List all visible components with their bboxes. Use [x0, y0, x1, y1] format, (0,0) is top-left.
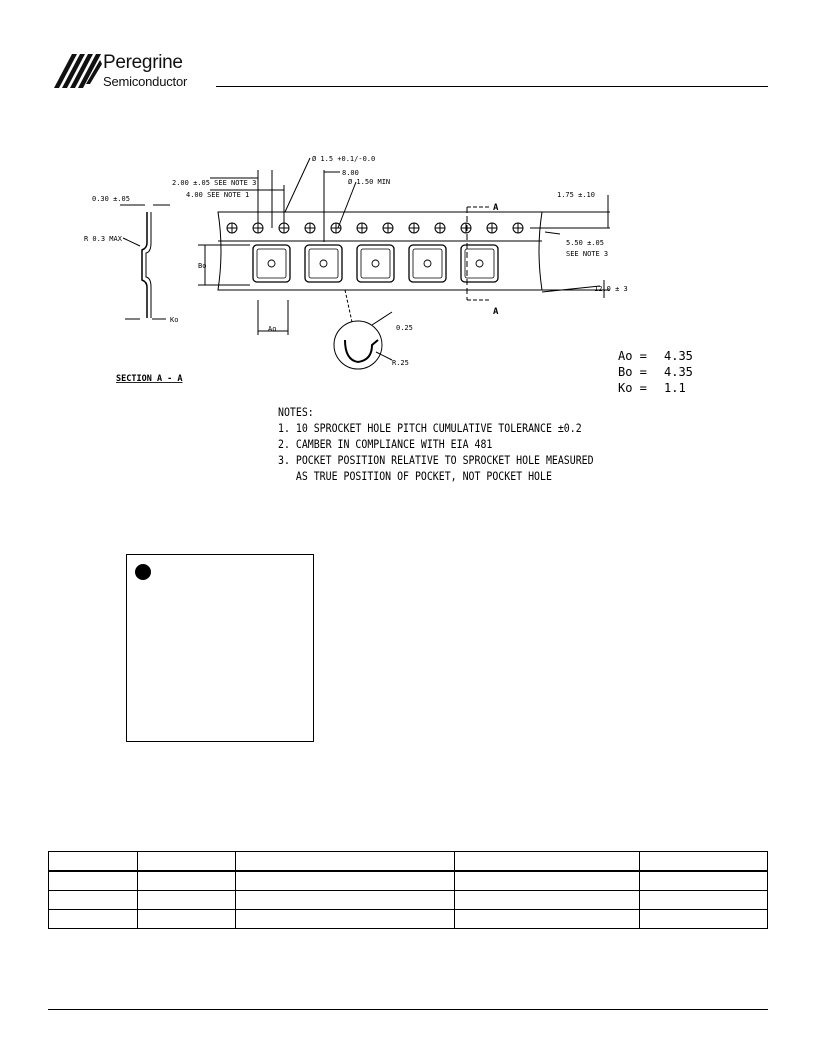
notes-title: NOTES:: [278, 405, 314, 419]
sprocket-hole: [434, 222, 446, 234]
dim-radius-max: R 0.3 MAX: [84, 235, 123, 243]
tape-pocket: [304, 244, 343, 283]
note-1: 1. 10 SPROCKET HOLE PITCH CUMULATIVE TOL…: [278, 421, 582, 435]
value-ko-label: Ko =: [618, 381, 647, 395]
dim-detail-width: 0.25: [396, 324, 413, 332]
dim-pocket-pitch: 8.00: [342, 169, 359, 177]
notes-block: NOTES: 1. 10 SPROCKET HOLE PITCH CUMULAT…: [278, 404, 594, 484]
sprocket-hole: [252, 222, 264, 234]
dim-thickness: 0.30 ±.05: [92, 195, 130, 203]
note-3-cont: AS TRUE POSITION OF POCKET, NOT POCKET H…: [278, 469, 552, 483]
value-ko: 1.1: [664, 381, 686, 395]
value-ao: 4.35: [664, 349, 693, 363]
footer-rule: [48, 1009, 768, 1010]
value-ao-label: Ao =: [618, 349, 647, 363]
note-3: 3. POCKET POSITION RELATIVE TO SPROCKET …: [278, 453, 594, 467]
sprocket-hole: [278, 222, 290, 234]
dim-detail-radius: R.25: [392, 359, 409, 367]
sprocket-hole: [226, 222, 238, 234]
tape-pocket: [460, 244, 499, 283]
sprocket-hole: [304, 222, 316, 234]
sprocket-hole: [382, 222, 394, 234]
value-bo: 4.35: [664, 365, 693, 379]
table-row: [48, 909, 768, 929]
value-bo-label: Bo =: [618, 365, 647, 379]
brand-subtitle: Semiconductor: [103, 74, 188, 89]
section-mark-bottom: A: [493, 307, 499, 317]
peregrine-stripes-logo: [54, 54, 102, 88]
dim-pitch-note3: 2.00 ±.05 SEE NOTE 3: [172, 179, 256, 187]
sprocket-hole: [330, 222, 342, 234]
dim-hole-min: Ø 1.50 MIN: [348, 178, 390, 186]
header-rule: [216, 86, 768, 87]
sprocket-hole: [486, 222, 498, 234]
sprocket-hole: [460, 222, 472, 234]
table-row: [48, 890, 768, 910]
section-mark-top: A: [493, 203, 499, 213]
tape-pocket: [356, 244, 395, 283]
dim-row-offset-note: SEE NOTE 3: [566, 250, 608, 258]
dim-edge-offset: 1.75 ±.10: [557, 191, 595, 199]
tape-pocket: [252, 244, 291, 283]
dim-width: 12.0 ± 3: [594, 285, 628, 293]
pin1-dot-icon: [135, 564, 151, 580]
section-title: SECTION A - A: [116, 374, 183, 384]
tape-drawing: 0.30 ±.05 R 0.3 MAX 2.00 ±.05 SEE NOTE 3…: [84, 155, 693, 395]
device-orientation-box: [126, 554, 314, 742]
note-2: 2. CAMBER IN COMPLIANCE WITH EIA 481: [278, 437, 493, 451]
dim-row-offset: 5.50 ±.05: [566, 239, 604, 247]
sprocket-hole: [512, 222, 524, 234]
table-row: [48, 870, 768, 891]
sprocket-hole: [356, 222, 368, 234]
dim-ko-label: Ko: [170, 316, 178, 324]
tape-pocket: [408, 244, 447, 283]
ordering-table: [48, 851, 768, 929]
dim-ao-label: Ao: [268, 325, 276, 333]
dim-bo-label: Bo: [198, 262, 206, 270]
sprocket-hole: [408, 222, 420, 234]
dim-hole-dia: Ø 1.5 +0.1/-0.0: [312, 155, 375, 163]
table-row: [48, 851, 768, 872]
brand-name: Peregrine: [103, 52, 183, 73]
dim-pitch-note1: 4.00 SEE NOTE 1: [186, 191, 249, 199]
